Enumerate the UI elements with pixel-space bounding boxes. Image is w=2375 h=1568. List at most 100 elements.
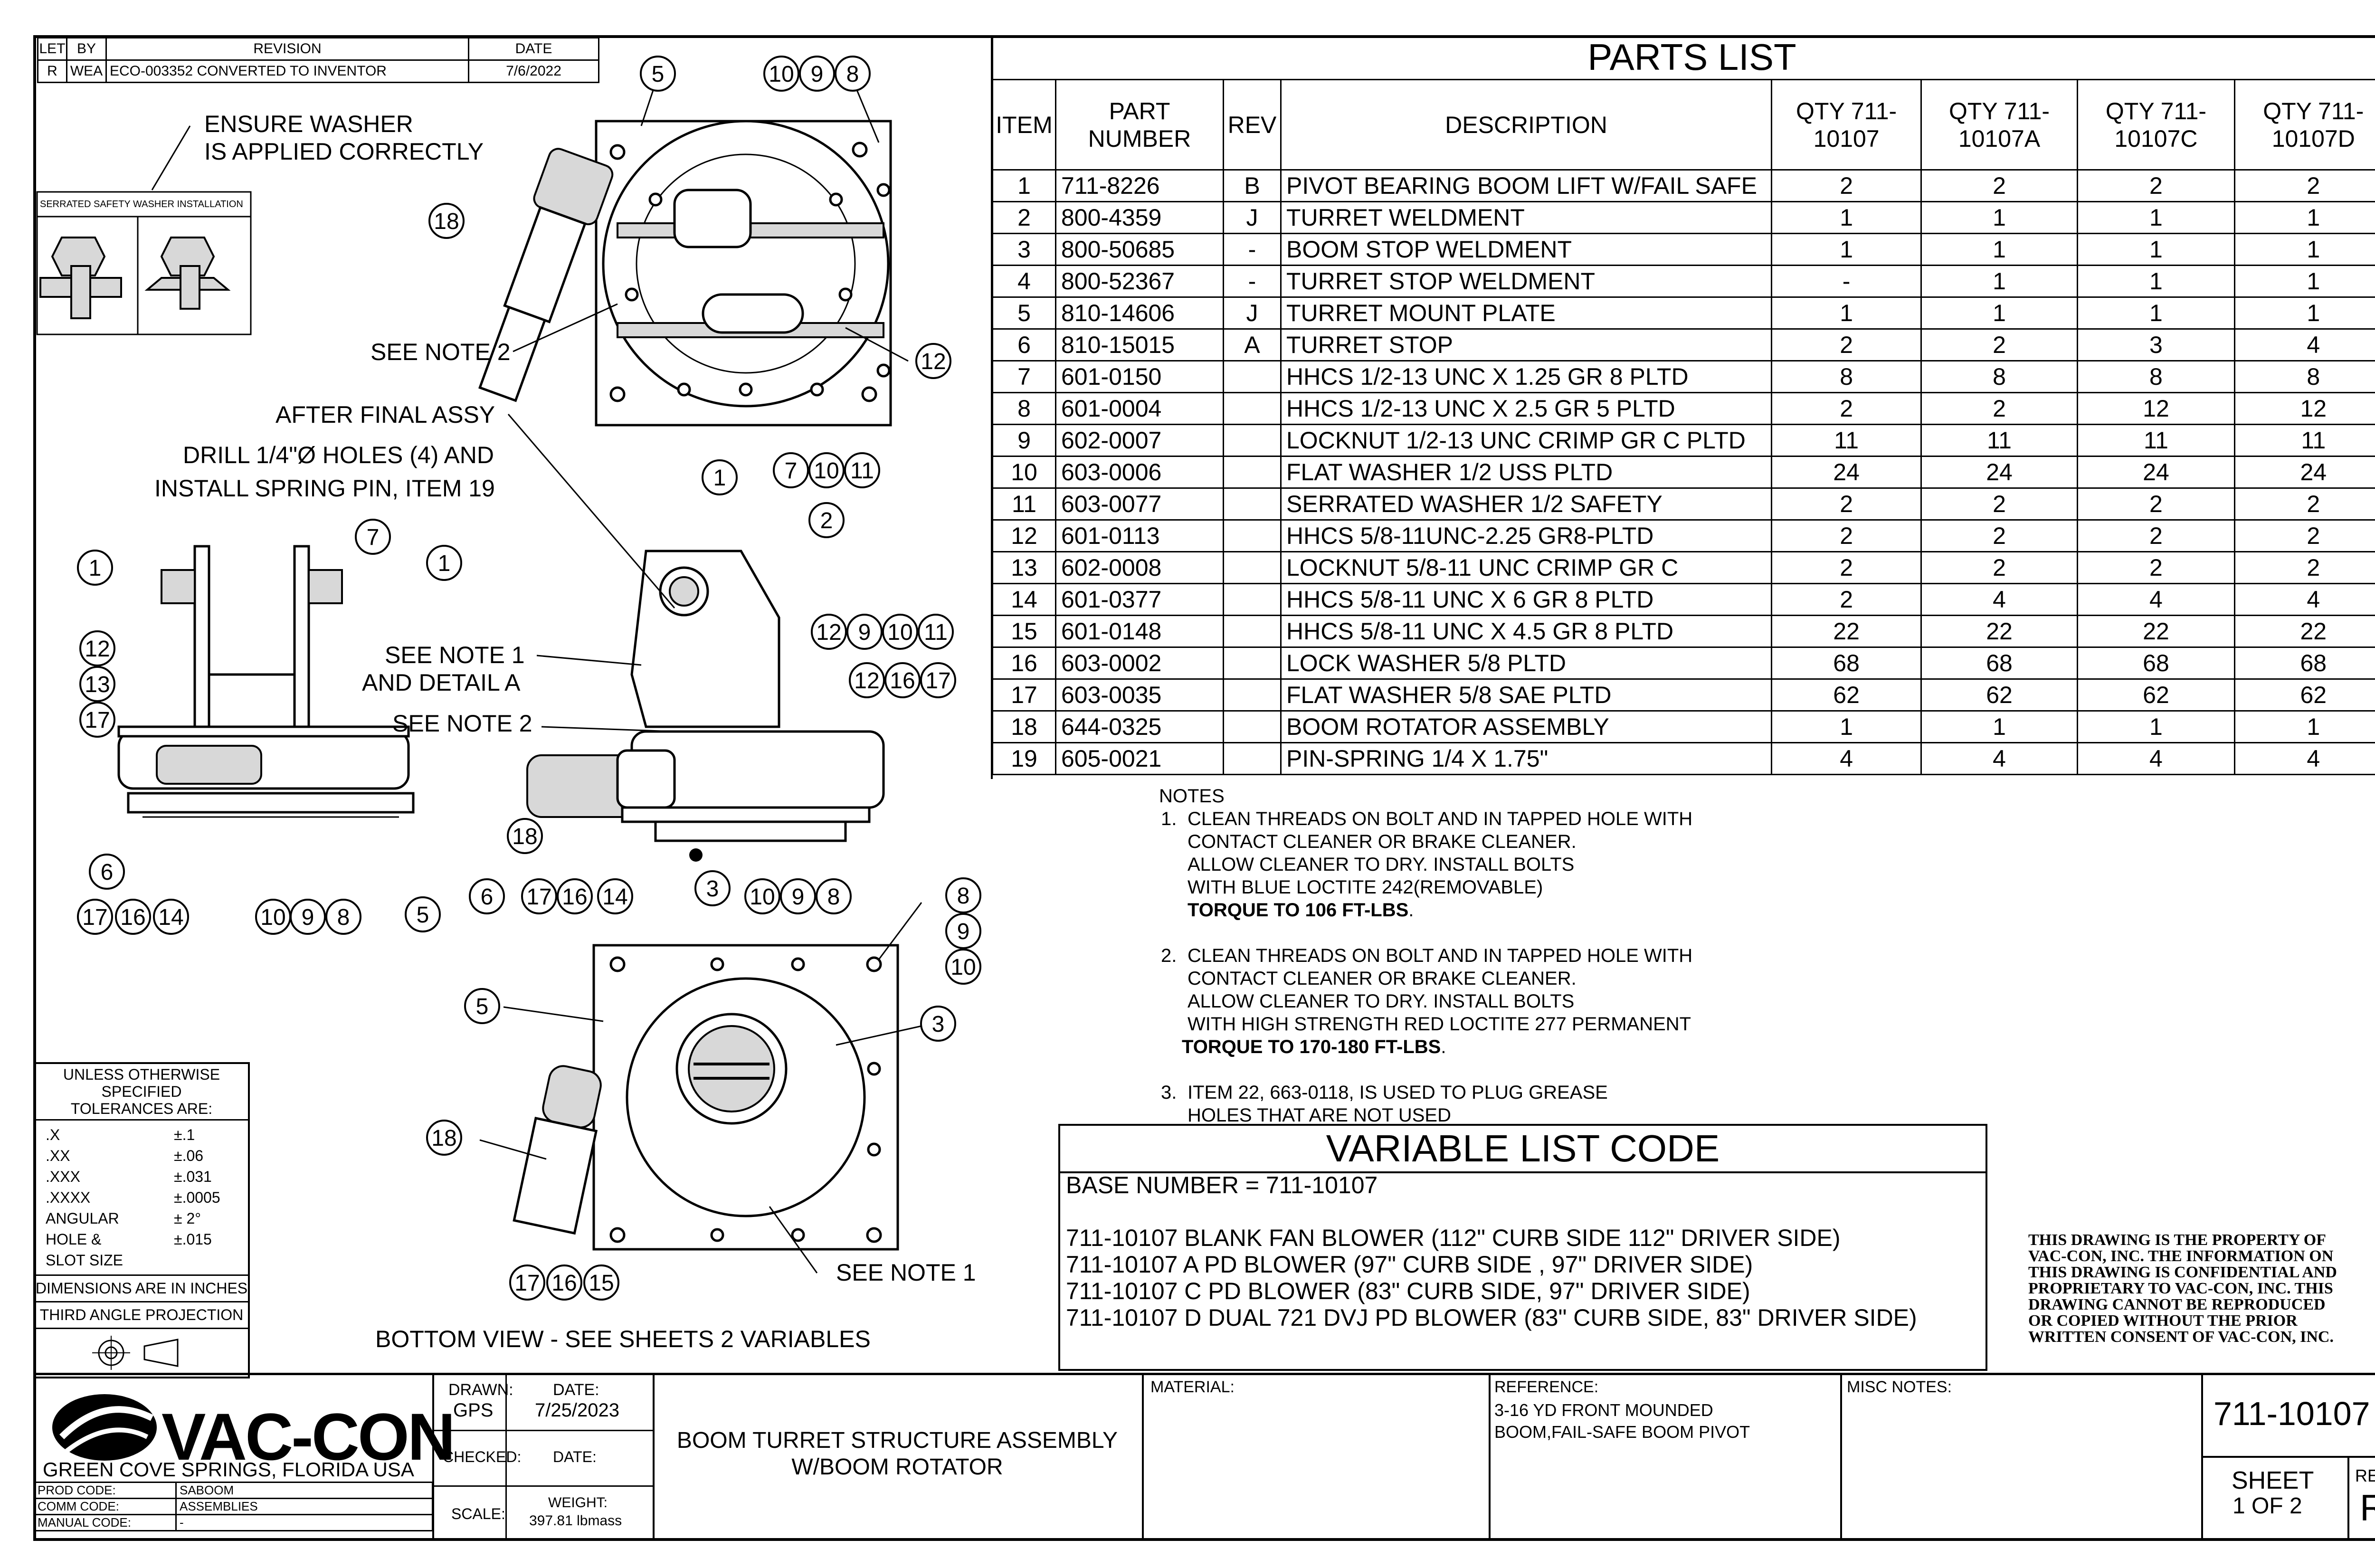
balloon-number: 14 xyxy=(158,905,183,930)
table-cell xyxy=(1223,551,1282,584)
prod-code-label: PROD CODE: xyxy=(33,1482,177,1499)
rev-label: REV xyxy=(2355,1466,2375,1485)
labels: ENSURE WASHER IS APPLIED CORRECTLY SERRA… xyxy=(40,111,976,1352)
table-cell: 603-0035 xyxy=(1055,678,1224,712)
balloon-number: 12 xyxy=(921,349,946,374)
table-cell: 1 xyxy=(2234,296,2375,330)
table-cell: 2 xyxy=(1770,169,1922,202)
item-balloon: 1 xyxy=(77,550,113,586)
proprietary-line: THIS DRAWING IS CONFIDENTIAL AND xyxy=(2028,1264,2337,1281)
table-cell: 810-15015 xyxy=(1055,328,1224,361)
rev-by: WEA xyxy=(66,59,107,83)
table-cell: 1 xyxy=(2076,296,2236,330)
drawn-by: GPS xyxy=(453,1400,494,1421)
table-cell: 68 xyxy=(2234,646,2375,680)
proprietary-line: OR COPIED WITHOUT THE PRIOR xyxy=(2028,1312,2298,1330)
table-cell: 605-0021 xyxy=(1055,742,1224,775)
proprietary-line: THIS DRAWING IS THE PROPERTY OF xyxy=(2028,1231,2326,1249)
comm-code: ASSEMBLIES xyxy=(175,1498,433,1515)
variable-line: 711-10107 C PD BLOWER (83" CURB SIDE, 97… xyxy=(1066,1278,1750,1304)
item-balloon: 17 xyxy=(77,899,113,935)
item-balloon: 17 xyxy=(521,878,557,914)
table-cell: 24 xyxy=(2076,456,2236,489)
note-item: 3.ITEM 22, 663-0118, IS USED TO PLUG GRE… xyxy=(1159,1081,1692,1127)
note-torque: TORQUE TO 170-180 FT-LBS xyxy=(1182,1036,1441,1057)
item-balloon: 16 xyxy=(884,662,921,698)
balloon-number: 11 xyxy=(924,620,948,645)
note-line: CLEAN THREADS ON BOLT AND IN TAPPED HOLE… xyxy=(1188,945,1693,966)
misc-notes-label: MISC NOTES: xyxy=(1847,1378,1952,1396)
table-cell: 68 xyxy=(2076,646,2236,680)
item-balloon: 8 xyxy=(835,56,871,92)
item-balloon: 17 xyxy=(509,1264,545,1301)
table-cell: 601-0377 xyxy=(1055,583,1224,616)
manual-code: - xyxy=(175,1514,433,1531)
codes-table: PROD CODE:SABOOM COMM CODE:ASSEMBLIES MA… xyxy=(33,1482,433,1531)
table-cell: B xyxy=(1223,169,1282,202)
item-balloon: 16 xyxy=(557,878,593,914)
table-cell: 16 xyxy=(992,646,1056,680)
table-cell: 800-52367 xyxy=(1055,265,1224,298)
drawn-date: 7/25/2023 xyxy=(535,1400,619,1421)
weight-label: WEIGHT: xyxy=(548,1495,608,1511)
proprietary-line: VAC-CON, INC. THE INFORMATION ON xyxy=(2028,1247,2334,1265)
material-label: MATERIAL: xyxy=(1150,1378,1235,1396)
balloon-number: 9 xyxy=(302,905,314,930)
table-cell: 1 xyxy=(2076,201,2236,234)
balloon-number: 1 xyxy=(89,556,102,581)
table-cell: 1 xyxy=(2076,265,2236,298)
note-number: 3. xyxy=(1161,1082,1177,1103)
table-cell: 2 xyxy=(1770,392,1922,425)
notes-heading: NOTES xyxy=(1159,786,1225,807)
balloon-number: 18 xyxy=(434,209,459,234)
side-view xyxy=(117,545,415,818)
table-cell: 602-0008 xyxy=(1055,551,1224,584)
item-balloon: 10 xyxy=(882,614,918,650)
table-cell: 24 xyxy=(1770,456,1922,489)
note-line: CONTACT CLEANER OR BRAKE CLEANER. xyxy=(1188,968,1577,989)
detail-a-label: AND DETAIL A xyxy=(362,669,521,696)
table-cell: 24 xyxy=(1920,456,2078,489)
after-final-label: AFTER FINAL ASSY xyxy=(276,401,495,428)
col-part-number: PART NUMBER xyxy=(1055,79,1224,171)
note-line: ALLOW CLEANER TO DRY. INSTALL BOLTS xyxy=(1188,991,1575,1012)
item-balloon: 3 xyxy=(920,1006,956,1042)
balloon-number: 18 xyxy=(512,824,537,849)
table-cell: 1 xyxy=(2234,710,2375,743)
table-cell: HHCS 5/8-11 UNC X 4.5 GR 8 PLTD xyxy=(1280,615,1772,648)
table-cell: 3 xyxy=(992,233,1056,266)
table-cell: 4 xyxy=(2076,583,2236,616)
variable-line: 711-10107 D DUAL 721 DVJ PD BLOWER (83" … xyxy=(1066,1304,1917,1331)
note-line: ALLOW CLEANER TO DRY. INSTALL BOLTS xyxy=(1188,854,1575,875)
table-cell: 4 xyxy=(1920,742,2078,775)
tolerance-value: ±.015 xyxy=(174,1231,212,1248)
table-cell: 22 xyxy=(1920,615,2078,648)
note-line: CONTACT CLEANER OR BRAKE CLEANER. xyxy=(1188,831,1577,852)
item-balloon: 18 xyxy=(507,818,543,854)
manual-code-label: MANUAL CODE: xyxy=(33,1514,177,1531)
col-description: DESCRIPTION xyxy=(1280,79,1772,171)
table-cell: 2 xyxy=(1770,519,1922,552)
table-cell: 2 xyxy=(2234,169,2375,202)
rev-header-date: DATE xyxy=(468,37,599,61)
balloon-number: 13 xyxy=(85,672,110,697)
reference-line: 3-16 YD FRONT MOUNDED xyxy=(1494,1400,1713,1420)
table-cell: - xyxy=(1770,265,1922,298)
company-name: VAC-CON xyxy=(162,1399,456,1474)
balloon-number: 10 xyxy=(750,884,775,910)
serrated-detail-label: SERRATED SAFETY WASHER INSTALLATION xyxy=(40,199,243,209)
note-item: 2.CLEAN THREADS ON BOLT AND IN TAPPED HO… xyxy=(1159,944,1692,1058)
table-cell: PIN-SPRING 1/4 X 1.75" xyxy=(1280,742,1772,775)
item-balloon: 14 xyxy=(597,878,633,914)
item-balloon: 6 xyxy=(89,854,125,890)
tolerance-row: .XX±.06 xyxy=(46,1145,238,1166)
table-cell: 11 xyxy=(2076,424,2236,457)
company-logo: VAC-CON GREEN COVE SPRINGS, FLORIDA USA xyxy=(33,1375,456,1482)
